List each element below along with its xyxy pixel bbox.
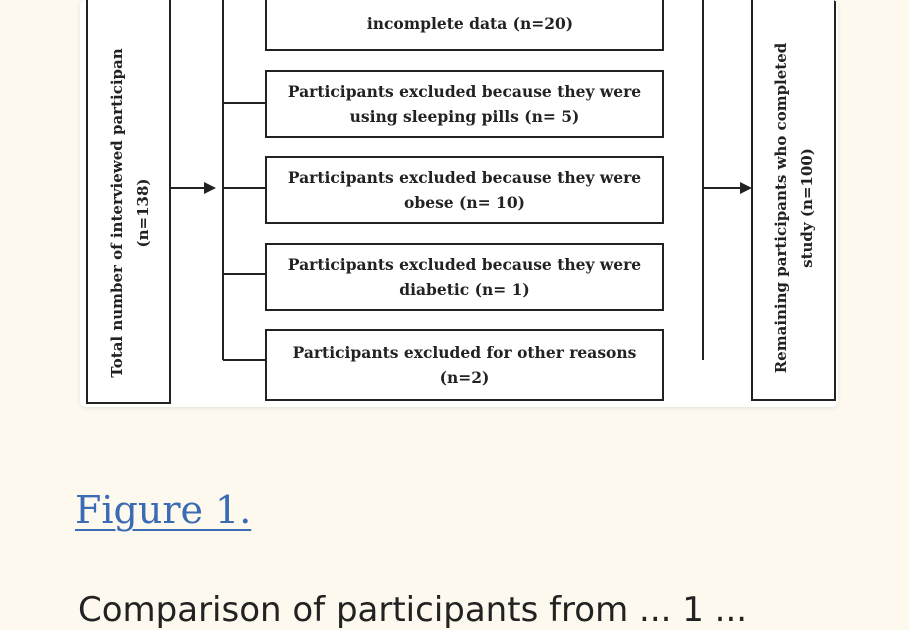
excluded-box-1: Participants excluded because they were … <box>266 71 663 137</box>
figure-1-link[interactable]: Figure 1. <box>75 488 252 532</box>
excluded-box-2-line2: obese (n= 10) <box>404 193 525 212</box>
right-arrow-head <box>740 182 752 194</box>
excluded-box-4-line1: Participants excluded for other reasons <box>292 343 637 362</box>
excluded-box-2-line1: Participants excluded because they were <box>287 168 642 187</box>
excluded-box-3: Participants excluded because they were … <box>266 244 663 310</box>
excluded-box-4-line2: (n=2) <box>439 368 490 387</box>
flowchart-figure[interactable]: Total number of interviewed participan (… <box>80 0 838 407</box>
partial-top-box-text: incomplete data (n=20) <box>366 14 574 33</box>
excluded-box-2-border <box>265 156 664 224</box>
excluded-box-3-border <box>265 243 664 311</box>
left-arrow-head <box>204 182 216 194</box>
figure-caption: Comparison of participants from ... 1 ..… <box>78 590 748 630</box>
left-box-label: Total number of interviewed participan (… <box>100 28 160 398</box>
excluded-box-4: Participants excluded for other reasons … <box>266 330 663 400</box>
right-box-line2: study (n=100) <box>798 148 816 268</box>
excluded-box-1-border <box>265 70 664 138</box>
excluded-box-1-line2: using sleeping pills (n= 5) <box>349 107 580 126</box>
left-box-line1: Total number of interviewed participan <box>108 48 126 378</box>
left-box-line2: (n=138) <box>134 178 152 248</box>
excluded-box-3-line2: diabetic (n= 1) <box>399 280 530 299</box>
left-box-border <box>86 0 171 404</box>
flowchart-lines <box>86 0 836 404</box>
right-box-line1: Remaining participants who completed <box>772 42 790 374</box>
partial-top-box-border <box>265 0 664 51</box>
right-box-border <box>751 0 836 401</box>
excluded-box-3-line1: Participants excluded because they were <box>287 255 642 274</box>
excluded-box-4-border <box>265 329 664 401</box>
right-box-label: Remaining participants who completed stu… <box>764 23 824 393</box>
excluded-box-1-line1: Participants excluded because they were <box>287 82 642 101</box>
excluded-box-2: Participants excluded because they were … <box>266 157 663 223</box>
